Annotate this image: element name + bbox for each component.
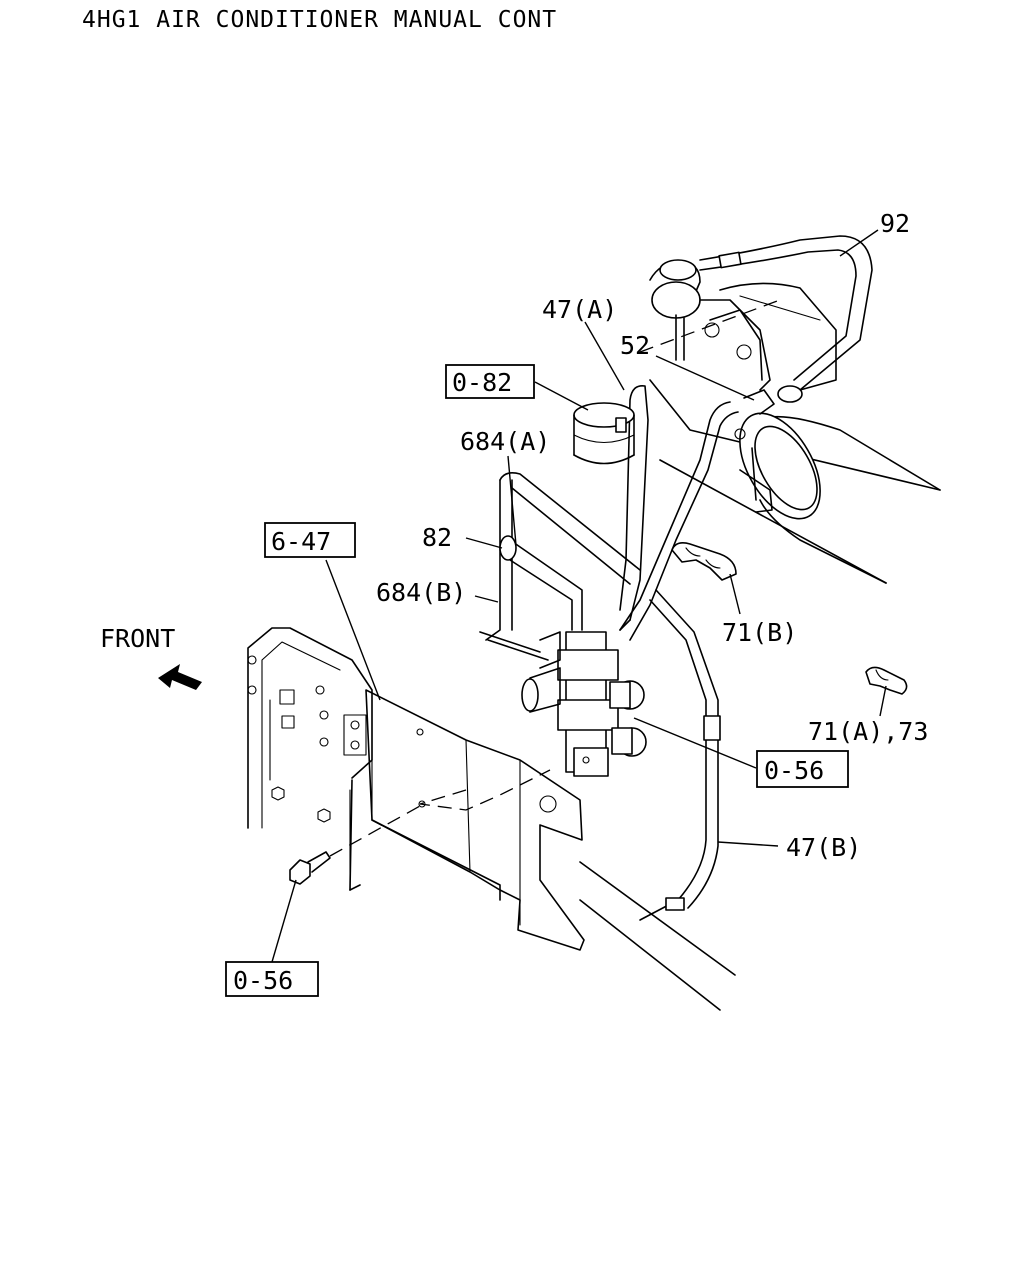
callout-box-6-47: [264, 522, 356, 558]
mounting-bolt: [289, 805, 421, 885]
callout-box-0-56-bottom: [225, 961, 319, 997]
callout-box-0-56-right: [756, 750, 849, 788]
valve-block: [521, 631, 647, 777]
mounting-plate: [349, 689, 585, 951]
clip-71a: [865, 666, 908, 695]
callout-47b: 47(B): [786, 833, 861, 862]
callout-92: 92: [880, 209, 910, 238]
callout-684a: 684(A): [460, 427, 550, 456]
callout-684b: 684(B): [376, 578, 466, 607]
callout-0-82: 0-82: [452, 368, 512, 397]
callout-box-0-82: [445, 364, 535, 399]
callout-71a-73: 71(A),73: [808, 717, 928, 746]
lower-tube: [349, 861, 736, 1011]
frame-bracket: [247, 627, 373, 891]
callout-6-47: 6-47: [271, 527, 331, 556]
diagram-title: 4HG1 AIR CONDITIONER MANUAL CONT: [82, 7, 557, 33]
callout-0-56-right: 0-56: [764, 756, 824, 785]
callout-82: 82: [422, 523, 452, 552]
callout-52: 52: [620, 331, 650, 360]
vacuum-tank: [573, 402, 635, 465]
callout-71b: 71(B): [722, 618, 797, 647]
exhaust-pipe: [639, 299, 941, 584]
vacuum-hoses: [479, 384, 739, 921]
callout-0-56-bottom: 0-56: [233, 966, 293, 995]
callout-47a: 47(A): [542, 295, 617, 324]
front-arrow-icon: [158, 664, 202, 690]
front-label: FRONT: [100, 624, 175, 653]
exhaust-brake-actuator: [649, 235, 873, 440]
clip-71b: [671, 542, 737, 581]
leader-lines: [271, 229, 887, 963]
